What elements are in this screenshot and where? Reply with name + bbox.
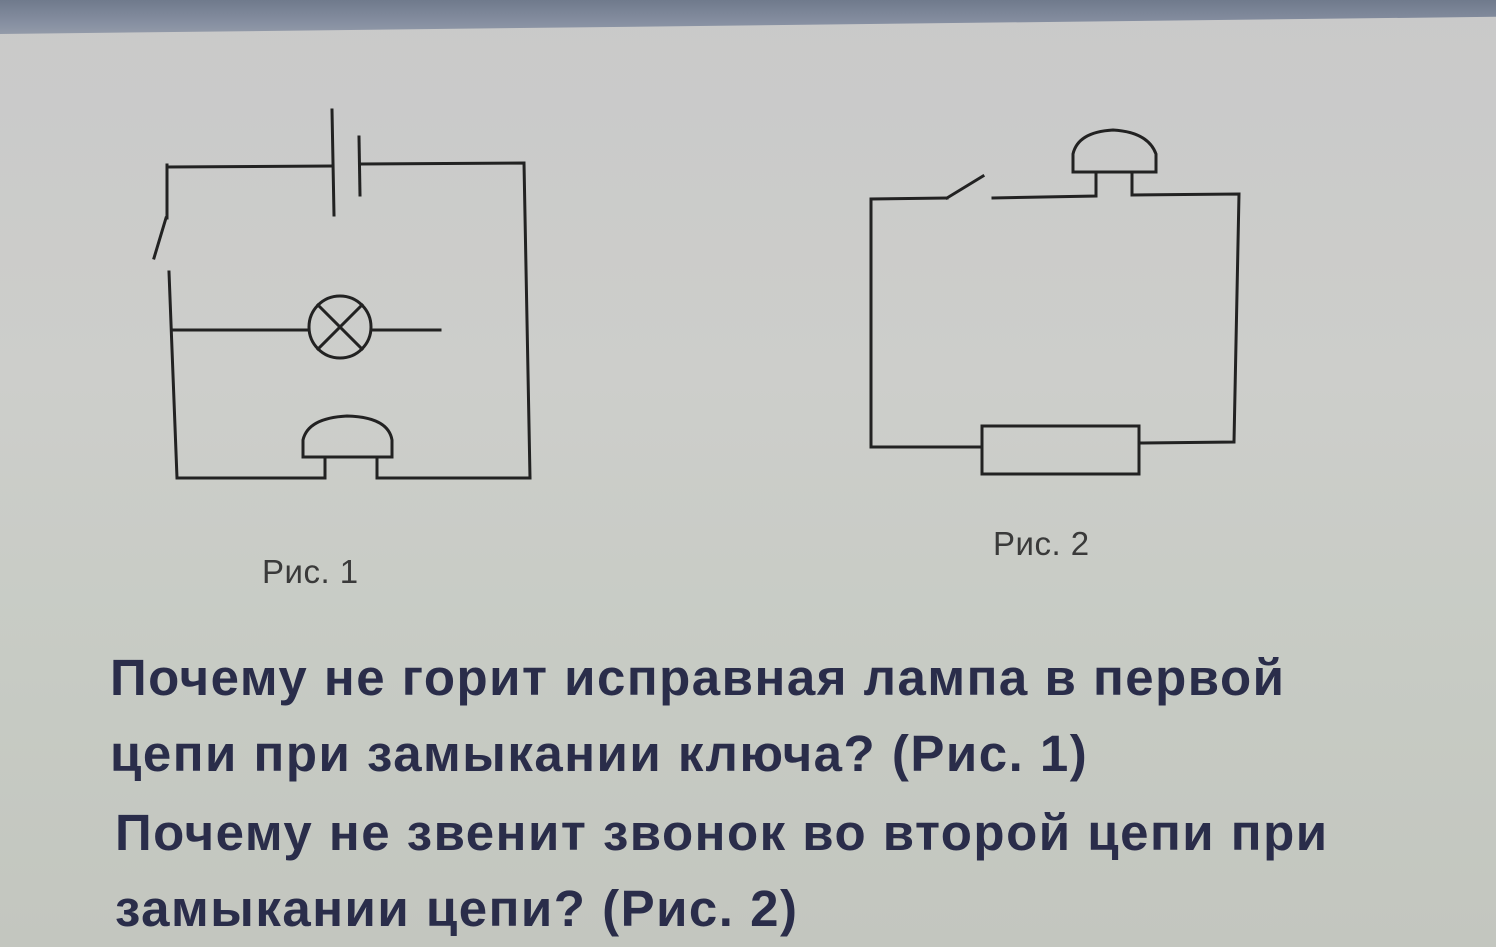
lamp-icon (307, 294, 373, 360)
circuit-diagram-2 (869, 128, 1241, 476)
question-2: Почему не звенит звонок во второй цепи п… (115, 795, 1329, 947)
wire-left (869, 196, 982, 449)
switch-arm-icon (152, 216, 168, 260)
question-1-line-1: Почему не горит исправная лампа в первой (110, 649, 1286, 706)
question-2-line-2: замыкании цепи? (Рис. 2) (115, 880, 799, 937)
question-1-line-2: цепи при замыкании ключа? (Рис. 1) (110, 725, 1089, 782)
wire-top-middle (991, 172, 1098, 200)
wire-top-left (165, 163, 334, 169)
switch-arm-icon (944, 173, 986, 201)
lamp-cross-b (315, 302, 365, 352)
bell-icon (1071, 128, 1158, 174)
wire-top-right-and-right (358, 161, 532, 480)
top-band (0, 0, 1496, 34)
circuit-diagram-1 (152, 108, 532, 480)
figure-1-caption: Рис. 1 (262, 553, 359, 590)
wire-bottom-left (167, 270, 327, 480)
figure-2-caption: Рис. 2 (993, 525, 1090, 562)
battery-short-plate-icon (357, 135, 362, 197)
battery-long-plate-icon (330, 108, 336, 217)
question-2-line-1: Почему не звенит звонок во второй цепи п… (115, 804, 1329, 861)
wire-top-right-and-right (1130, 172, 1241, 445)
wire-bottom-right (375, 456, 532, 480)
question-1: Почему не горит исправная лампа в первой… (110, 640, 1285, 792)
resistor-icon (980, 424, 1141, 476)
bell-icon (301, 414, 394, 459)
